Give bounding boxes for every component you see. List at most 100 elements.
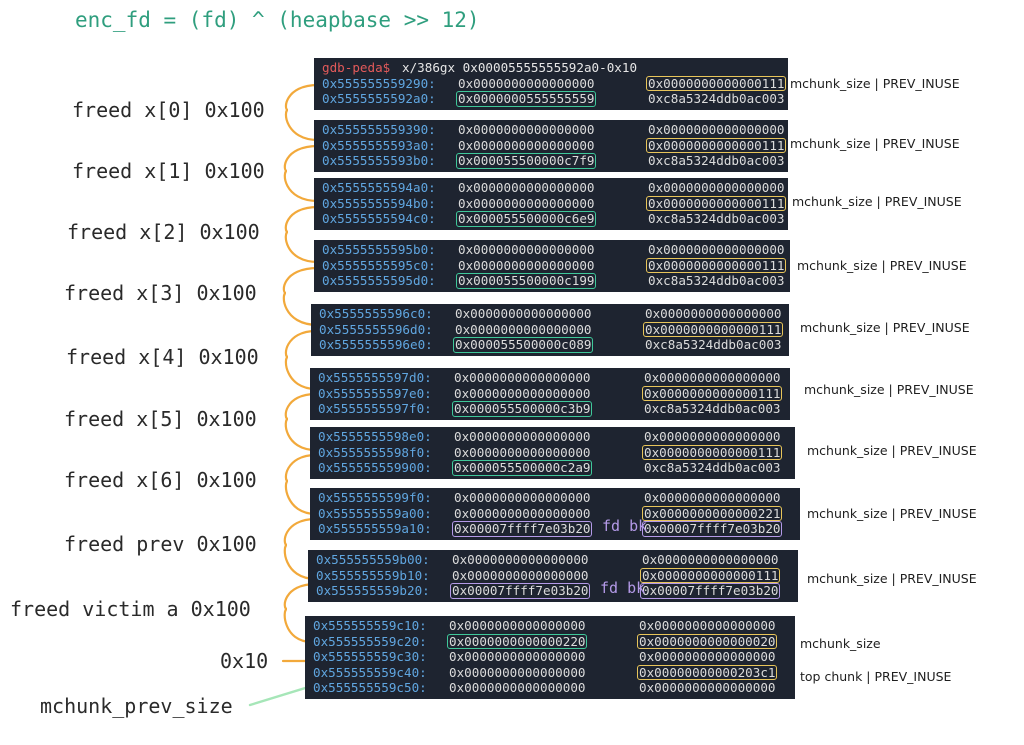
prompt-command: x/386gx 0x00005555555592a0-0x10 <box>402 60 638 75</box>
memory-value: 0x0000000000000000 <box>648 242 785 257</box>
memory-address: 0x5555555595d0: <box>322 273 436 288</box>
memory-value: 0x0000000000000000 <box>452 552 589 567</box>
memory-value: 0x000055500000c2a9 <box>452 460 593 476</box>
chunk-label: mchunk_prev_size <box>40 694 233 718</box>
size-annotation: mchunk_size | PREV_INUSE <box>790 76 960 91</box>
memory-value: 0x0000000000000000 <box>645 306 782 321</box>
memory-value: 0x0000000000000220 <box>447 633 588 649</box>
memory-address: 0x555555559390: <box>322 122 436 137</box>
memory-address: 0x5555555597e0: <box>318 385 432 401</box>
chunk-label: freed x[5] 0x100 <box>64 407 257 431</box>
memory-address: 0x555555559c30: <box>313 649 427 664</box>
memory-value: 0x00007ffff7e03b20 <box>640 583 781 599</box>
memory-value: 0x0000000000000111 <box>642 444 783 460</box>
memory-address: 0x5555555598f0: <box>318 444 432 460</box>
memory-address: 0x555555559c50: <box>313 680 427 695</box>
memory-value: 0x00007ffff7e03b20 <box>452 521 593 537</box>
memory-value: 0x0000000000000221 <box>642 505 783 521</box>
memory-address: 0x5555555596c0: <box>319 306 433 321</box>
chunk-label: freed x[6] 0x100 <box>64 468 257 492</box>
memory-block: 0x5555555596c0: 0x0000000000000000 0x00000… <box>311 304 789 356</box>
fd-bk-label: fd bk <box>602 517 648 535</box>
memory-address: 0x5555555599f0: <box>318 490 432 505</box>
memory-value: 0x0000000000000000 <box>639 680 776 695</box>
memory-address: 0x555555559b10: <box>316 567 430 583</box>
memory-value: 0xc8a5324ddb0ac003 <box>644 401 781 416</box>
memory-value: 0x0000000000000000 <box>642 552 779 567</box>
memory-row: 0x5555555596c0: 0x0000000000000000 0x00000… <box>311 306 789 322</box>
memory-value: 0x0000000000000000 <box>458 137 595 153</box>
memory-value: 0x0000000000000000 <box>454 385 591 401</box>
memory-value: 0x0000000000000000 <box>454 505 591 521</box>
memory-value: 0xc8a5324ddb0ac003 <box>645 337 782 352</box>
gdb-prompt-row: gdb-peda$ x/386gx 0x00005555555592a0-0x10 <box>314 60 788 76</box>
memory-value: 0x00007ffff7e03b20 <box>642 521 783 537</box>
size-annotation: mchunk_size <box>800 636 881 651</box>
memory-value: 0x0000000000000000 <box>644 370 781 385</box>
memory-value: 0xc8a5324ddb0ac003 <box>644 460 781 475</box>
chunk-label: freed x[2] 0x100 <box>67 220 260 244</box>
memory-value: 0x0000000555555559 <box>456 91 597 107</box>
size-annotation: mchunk_size | PREV_INUSE <box>790 136 960 151</box>
memory-value: 0x0000000000000000 <box>648 180 785 195</box>
size-annotation: mchunk_size | PREV_INUSE <box>804 382 974 397</box>
memory-value: 0x0000000000000000 <box>458 257 595 273</box>
size-annotation: mchunk_size | PREV_INUSE <box>807 571 977 586</box>
memory-address: 0x555555559b00: <box>316 552 430 567</box>
memory-value: 0x0000000000000000 <box>454 429 591 444</box>
memory-address: 0x555555559c40: <box>313 664 427 680</box>
memory-address: 0x555555559b20: <box>316 583 430 598</box>
memory-address: 0x555555559c20: <box>313 633 427 649</box>
size-annotation: mchunk_size | PREV_INUSE <box>800 320 970 335</box>
memory-address: 0x555555559290: <box>322 75 436 91</box>
memory-value: 0xc8a5324ddb0ac003 <box>648 91 785 106</box>
memory-row: 0x555555559b00: 0x0000000000000000 0x00000… <box>308 552 798 568</box>
memory-value: 0x0000000000000111 <box>640 567 781 583</box>
memory-value: 0x0000000000000000 <box>639 618 776 633</box>
prompt-user: gdb-peda$ <box>322 60 391 75</box>
memory-value: 0xc8a5324ddb0ac003 <box>648 273 785 288</box>
memory-value: 0x0000000000000000 <box>449 664 586 680</box>
size-annotation: mchunk_size | PREV_INUSE <box>797 258 967 273</box>
chunk-label: freed x[1] 0x100 <box>72 159 265 183</box>
memory-value: 0x0000000000000000 <box>454 490 591 505</box>
fd-bk-label: fd bk <box>600 579 646 597</box>
memory-value: 0x0000000000000000 <box>449 618 586 633</box>
memory-value: 0x0000000000000000 <box>458 180 595 195</box>
memory-value: 0x0000000000000000 <box>639 649 776 664</box>
memory-block: gdb-peda$ x/386gx 0x00005555555592a0-0x10… <box>314 58 788 110</box>
memory-address: 0x5555555594b0: <box>322 195 436 211</box>
chunk-label: freed x[3] 0x100 <box>64 281 257 305</box>
size-annotation: mchunk_size | PREV_INUSE <box>807 506 977 521</box>
memory-address: 0x5555555596d0: <box>319 321 433 337</box>
memory-value: 0x0000000000000000 <box>458 75 595 91</box>
memory-value: 0x000055500000c089 <box>453 337 594 353</box>
memory-value: 0x0000000000000000 <box>449 649 586 664</box>
memory-value: 0x0000000000000000 <box>455 306 592 321</box>
